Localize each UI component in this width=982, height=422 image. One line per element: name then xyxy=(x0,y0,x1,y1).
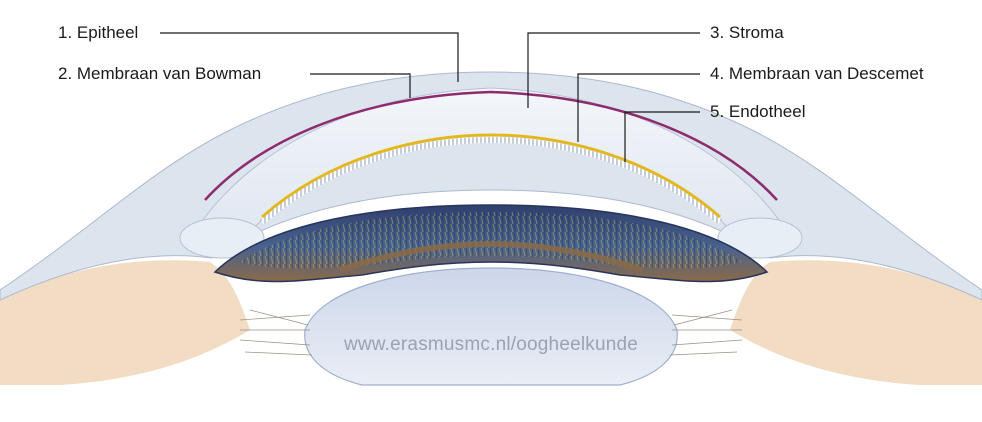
leader-endothelium xyxy=(624,111,700,162)
bowman-layer xyxy=(204,90,778,201)
leader-epithelium xyxy=(160,32,459,82)
label-descemet-membrane: 4. Membraan van Descemet xyxy=(710,64,924,83)
leader-descemet xyxy=(577,73,700,142)
label-endothelium: 5. Endotheel xyxy=(710,102,806,121)
sclera-right xyxy=(730,260,982,385)
outer-shell xyxy=(0,71,982,301)
pupil-ruff xyxy=(339,240,643,273)
leader-bowman xyxy=(310,73,411,98)
leader-lines xyxy=(160,32,700,162)
descemet-layer xyxy=(261,133,721,219)
leader-stroma xyxy=(527,32,700,108)
iris-fibers xyxy=(240,212,742,269)
lens xyxy=(304,267,678,386)
label-epithelium: 1. Epitheel xyxy=(58,23,139,42)
limbus-right xyxy=(717,217,803,259)
zonules-right xyxy=(669,309,743,356)
limbus-left xyxy=(179,217,265,259)
sclera-left xyxy=(0,260,250,385)
zonules-left xyxy=(239,309,313,356)
watermark-url: www.erasmusmc.nl/oogheelkunde xyxy=(343,334,639,355)
label-stroma: 3. Stroma xyxy=(710,23,784,42)
label-bowman-membrane: 2. Membraan van Bowman xyxy=(58,64,262,83)
endothelium-layer xyxy=(260,136,722,225)
